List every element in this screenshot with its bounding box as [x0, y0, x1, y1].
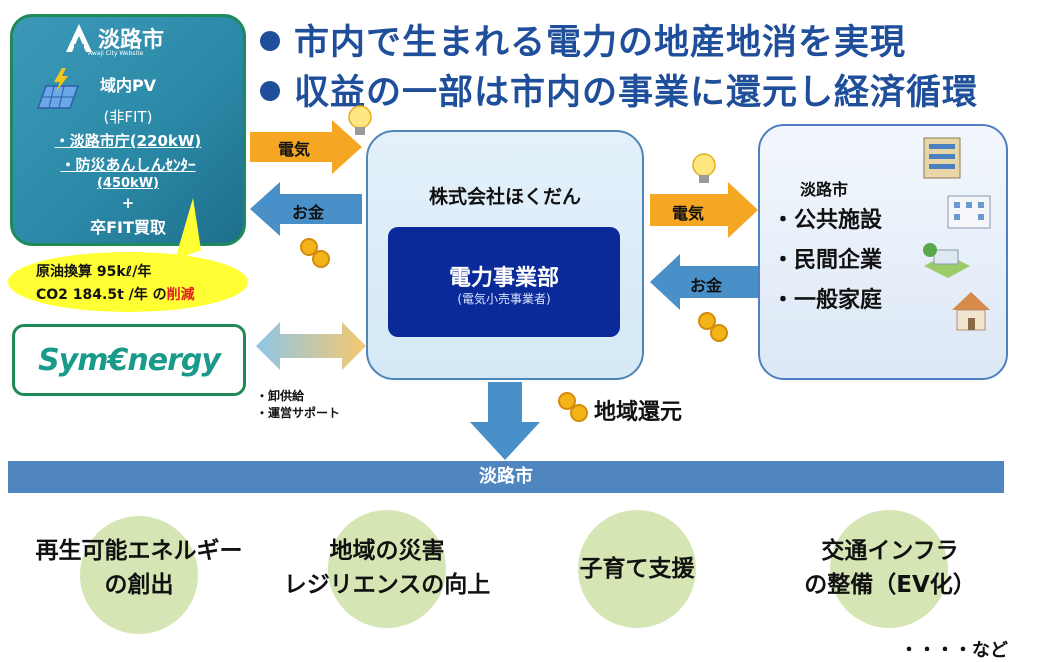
oil-equivalent-text: 原油換算 95kℓ/年 — [36, 264, 152, 280]
electricity-arrow-right — [250, 120, 362, 174]
local-pv-box — [10, 14, 246, 246]
awaji-logo-icon — [66, 24, 92, 52]
plus-sign: + — [121, 194, 135, 212]
regional-return-label: 地域還元 — [594, 400, 683, 425]
circle-resilience — [328, 510, 446, 628]
house-icon — [952, 292, 990, 331]
return-down-arrow — [470, 382, 540, 460]
co2-reduction-text: CO2 184.5t /年 の削減 — [36, 287, 195, 303]
goal-renewable-energy: 再生可能エネルギーの創出 — [35, 538, 243, 598]
factory-greenhouse-icon — [923, 243, 970, 278]
symenergy-logo-box: Sym€nergy — [12, 324, 246, 396]
circle-transport — [830, 510, 948, 628]
division-subtitle: (電気小売事業者) — [457, 292, 551, 306]
circle-childcare — [578, 510, 696, 628]
money-arrow-left-2 — [650, 254, 758, 310]
coin-icon — [312, 250, 330, 268]
circle-renewable — [80, 516, 198, 634]
pv-site-city-hall: ・淡路市庁(220kW) — [54, 132, 202, 150]
post-fit-purchase: 卒FIT買取 — [90, 218, 166, 237]
electricity-arrow-right-2 — [650, 182, 758, 238]
awaji-consumers-box — [758, 124, 1008, 380]
solar-panel-icon — [36, 68, 80, 109]
lightbulb-icon — [692, 153, 716, 183]
power-business-division-box — [388, 227, 620, 337]
electricity-label-left: 電気 — [278, 140, 311, 159]
operation-support-note: ・運営サポート — [256, 406, 341, 420]
hospital-building-icon — [947, 195, 991, 229]
company-name: 株式会社ほくだん — [428, 186, 581, 208]
pv-site-disaster-center-capacity: (450kW) — [96, 176, 159, 191]
non-fit-label: (非FIT) — [103, 108, 153, 126]
consumer-public-facilities: ・公共施設 — [772, 208, 883, 233]
coin-icon — [698, 312, 716, 330]
division-name: 電力事業部 — [448, 266, 559, 291]
awaji-city-banner: 淡路市 — [8, 461, 1004, 493]
pv-label: 域内PV — [99, 76, 157, 95]
coin-icon — [300, 238, 318, 256]
bullet-icon — [260, 31, 280, 51]
reduction-callout — [8, 252, 248, 312]
consumers-title: 淡路市 — [800, 180, 849, 199]
pv-site-disaster-center: ・防災あんしんｾﾝﾀｰ — [60, 156, 196, 174]
coin-icon — [570, 404, 588, 422]
callout-pointer — [175, 198, 201, 260]
wholesale-supply-note: ・卸供給 — [256, 389, 305, 403]
money-arrow-left — [250, 182, 362, 236]
headline-line-2: 収益の一部は市内の事業に還元し経済循環 — [260, 64, 978, 115]
awaji-logo-subtext: Awaji City Website — [88, 50, 144, 57]
coin-icon — [558, 392, 576, 410]
goal-transport-infrastructure: 交通インフラの整備（EV化） — [804, 538, 976, 598]
money-label-right: お金 — [690, 276, 723, 295]
consumer-private-companies: ・民間企業 — [772, 248, 883, 273]
headline-line-1: 市内で生まれる電力の地産地消を実現 — [260, 14, 906, 65]
electricity-label-right: 電気 — [672, 204, 705, 223]
lightbulb-icon — [348, 105, 372, 135]
awaji-logo-text: 淡路市 — [98, 28, 165, 53]
consumer-households: ・一般家庭 — [772, 288, 883, 313]
symenergy-logo: Sym€nergy — [38, 342, 221, 378]
office-building-icon — [923, 137, 961, 179]
supply-bidirectional-arrow — [256, 322, 366, 370]
coin-icon — [710, 324, 728, 342]
goal-disaster-resilience: 地域の災害レジリエンスの向上 — [283, 538, 491, 598]
bullet-icon — [260, 81, 280, 101]
etcetera-note: ・・・・など — [900, 640, 1008, 661]
money-label-left: お金 — [292, 203, 325, 222]
goal-childcare-support: 子育て支援 — [579, 556, 695, 582]
